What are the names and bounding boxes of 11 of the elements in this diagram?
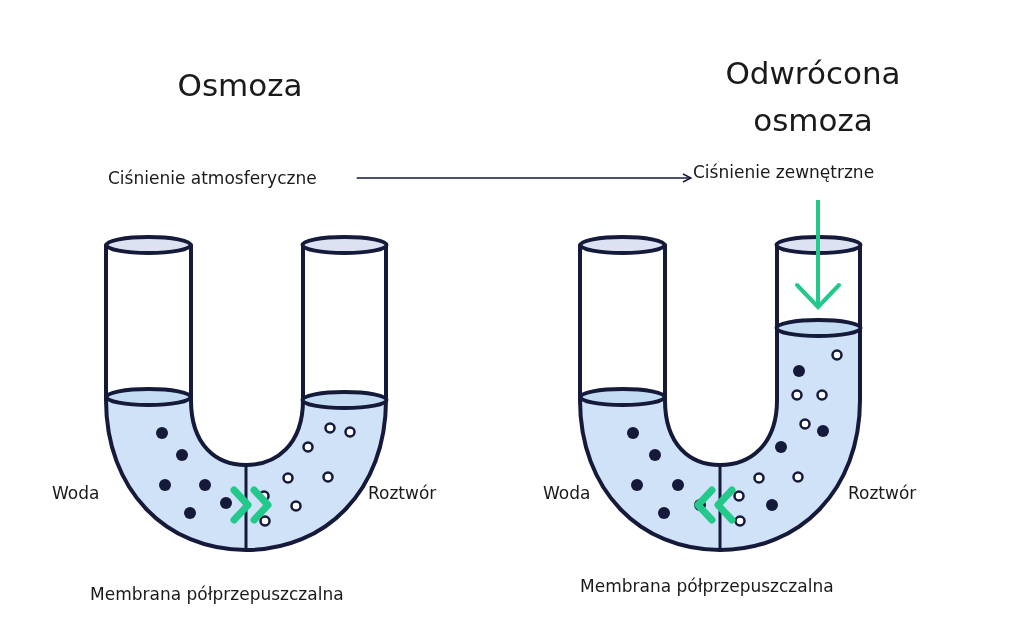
pressure-label: Ciśnienie zewnętrzne <box>693 162 875 182</box>
arrow <box>355 173 692 183</box>
pressure-label: Ciśnienie atmosferyczne <box>108 168 317 188</box>
solution-label: Roztwór <box>848 483 917 503</box>
heading: Odwrócona osmoza <box>724 54 902 140</box>
solution-label: Roztwór <box>368 483 437 503</box>
membrane-label: Membrana półprzepuszczalna <box>90 584 344 604</box>
water-label: Woda <box>543 483 591 503</box>
heading: Osmoza <box>176 66 304 105</box>
membrane-label: Membrana półprzepuszczalna <box>580 576 834 596</box>
water-label: Woda <box>52 483 100 503</box>
